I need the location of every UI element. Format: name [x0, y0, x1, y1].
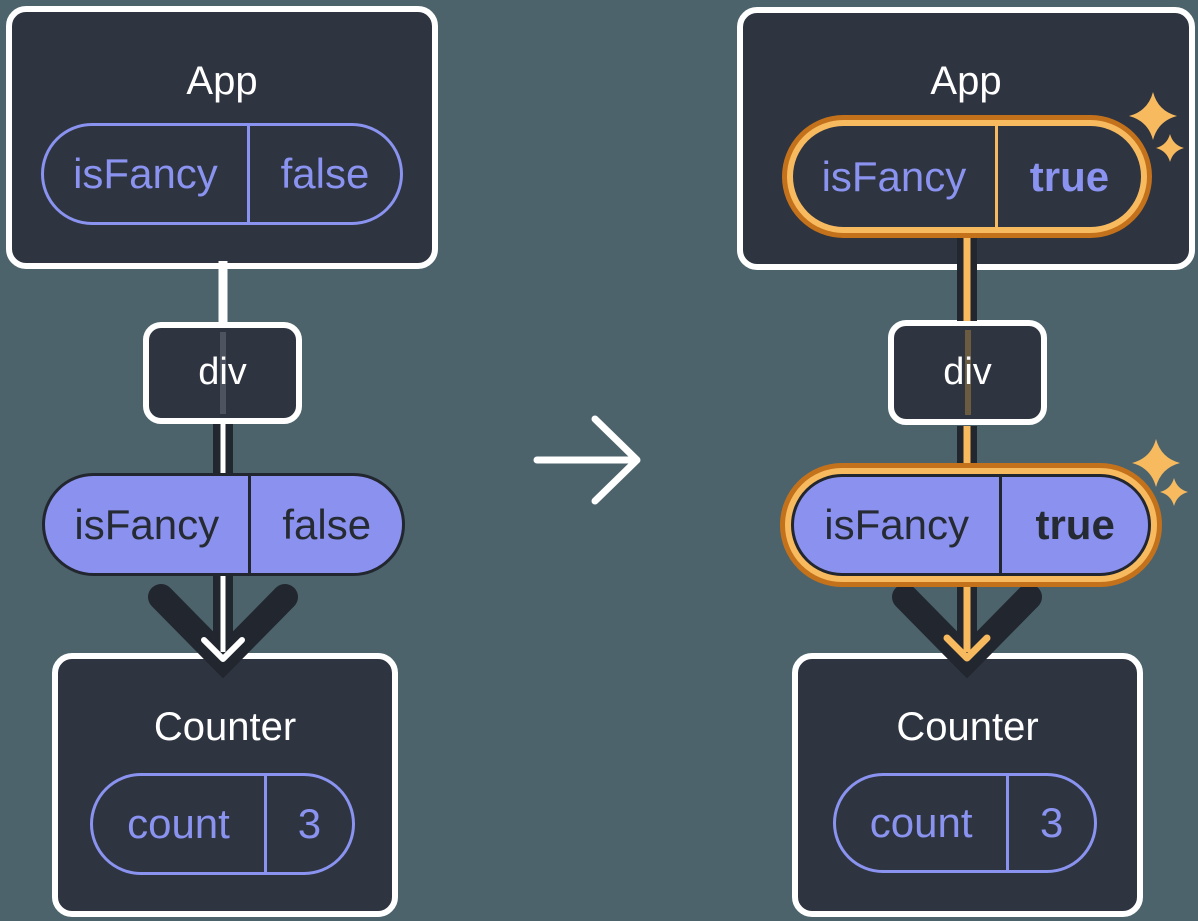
before-arrow-head-icon	[148, 584, 298, 679]
arrow-right-icon	[533, 415, 641, 505]
after-app-prop-pill-highlighted: isFancy true	[782, 115, 1152, 238]
prop-value: true	[1029, 152, 1110, 200]
prop-name: isFancy	[793, 126, 998, 227]
prop-name: isFancy	[45, 476, 252, 573]
prop-pass-through-line	[219, 332, 226, 414]
state-name: count	[93, 776, 267, 872]
before-div-label: div	[198, 351, 247, 394]
prop-value: true	[1035, 501, 1115, 548]
before-counter-title: Counter	[153, 705, 297, 749]
after-div-node-box: div	[888, 320, 1047, 425]
after-counter-state-pill: count 3	[833, 773, 1097, 873]
state-value: 3	[297, 800, 322, 847]
after-counter-title: Counter	[896, 705, 1039, 749]
after-div-label: div	[943, 350, 992, 393]
prop-pass-through-line	[964, 330, 971, 415]
before-counter-state-pill: count 3	[90, 773, 355, 875]
prop-name: isFancy	[44, 126, 250, 222]
after-arrow-head-icon	[892, 584, 1042, 679]
before-div-node-box: div	[143, 322, 302, 424]
before-app-title: App	[186, 59, 258, 103]
after-app-title: App	[930, 59, 1002, 103]
after-passed-prop-pill-highlighted: isFancy true	[780, 463, 1162, 587]
prop-name: isFancy	[794, 477, 1003, 573]
state-value: 3	[1039, 799, 1064, 846]
before-passed-prop-pill: isFancy false	[42, 473, 405, 576]
prop-value: false	[282, 500, 372, 548]
prop-value: false	[280, 150, 370, 197]
state-name: count	[836, 776, 1010, 870]
before-app-prop-pill: isFancy false	[41, 123, 403, 225]
